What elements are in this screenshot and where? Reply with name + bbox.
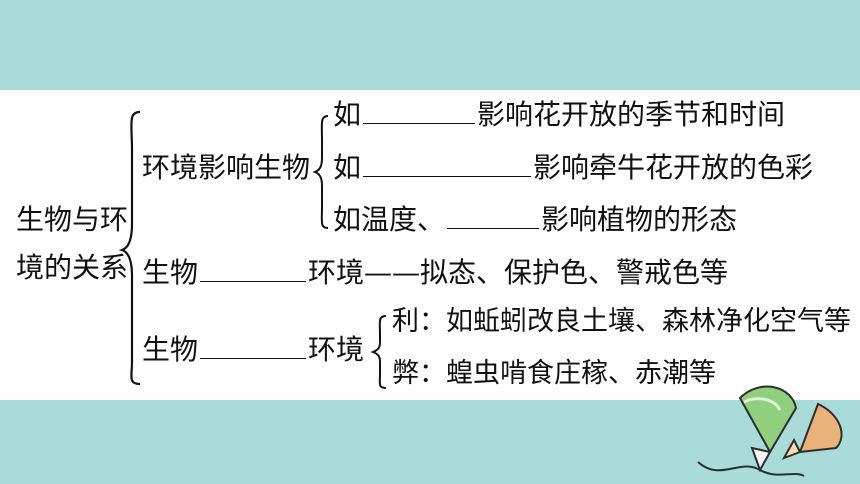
main-brace	[118, 110, 141, 386]
affect-object: 环境	[308, 333, 365, 366]
env-item-2-prefix: 如	[333, 151, 362, 184]
affect-con: 弊：蝗虫啃食庄稼、赤潮等	[392, 358, 716, 389]
env-item-1: 如 影响花开放的季节和时间	[333, 99, 785, 131]
env-item-1-prefix: 如	[333, 98, 362, 131]
adapt-object: 环境	[308, 256, 365, 289]
adapt-blank	[200, 259, 307, 282]
affect-row: 生物 环境	[142, 334, 364, 366]
affect-pro: 利：如蚯蚓改良土壤、森林净化空气等	[392, 306, 851, 337]
affect-blank	[200, 336, 307, 359]
root-label-line1: 生物与环	[16, 203, 129, 236]
adapt-row: 生物 环境——拟态、保护色、警戒色等	[142, 257, 728, 289]
env-item-3-suffix: 影响植物的形态	[541, 203, 738, 236]
adapt-subject: 生物	[142, 256, 199, 289]
env-item-1-suffix: 影响花开放的季节和时间	[477, 98, 786, 131]
root-label-line2: 境的关系	[16, 251, 129, 284]
env-item-3-prefix: 如温度、	[333, 203, 446, 236]
adapt-rest: ——拟态、保护色、警戒色等	[364, 256, 729, 289]
env-brace	[312, 115, 329, 229]
env-item-2-blank	[363, 154, 532, 177]
env-item-3-blank	[447, 206, 540, 229]
env-item-1-blank	[363, 101, 476, 124]
pencil-tan-icon	[781, 402, 843, 460]
top-teal-band	[0, 0, 860, 90]
affect-subject: 生物	[142, 333, 199, 366]
env-item-2: 如 影响牵牛花开放的色彩	[333, 152, 813, 184]
content-panel	[8, 90, 860, 400]
env-item-3: 如温度、 影响植物的形态	[333, 204, 737, 236]
pencil-green-icon	[738, 385, 798, 473]
affect-brace	[370, 315, 387, 389]
env-effect-label: 环境影响生物	[142, 151, 311, 184]
pencil-doodle	[697, 461, 805, 477]
env-item-2-suffix: 影响牵牛花开放的色彩	[533, 151, 814, 184]
